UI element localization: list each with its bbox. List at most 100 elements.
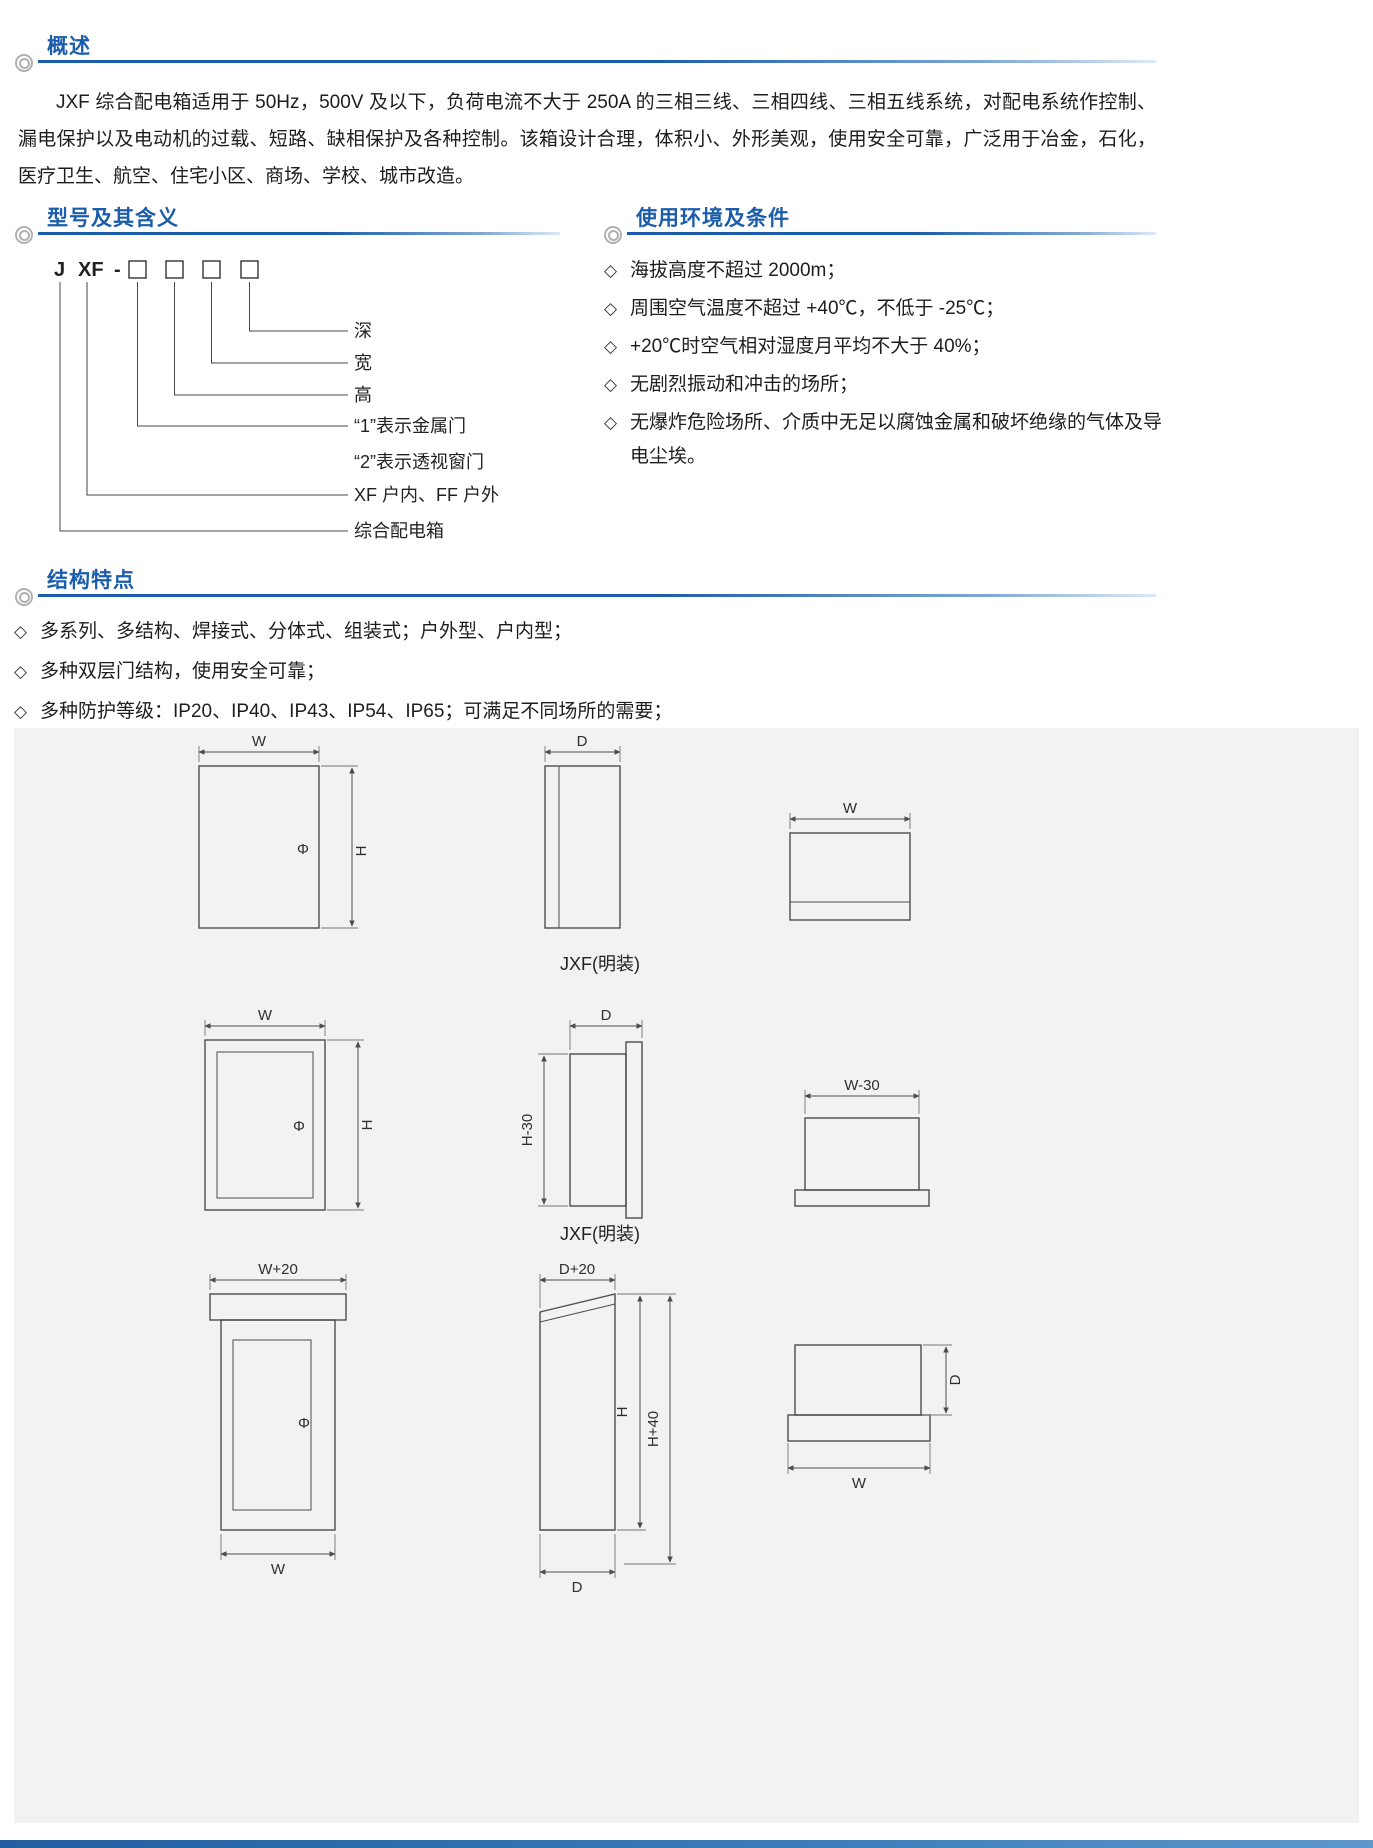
- row2-top-body: [804, 1117, 920, 1191]
- dim-label-w: W: [843, 800, 858, 817]
- list-item: ◇ +20℃时空气相对湿度月平均不大于 40%；: [604, 330, 1164, 364]
- model-code-letter-j: J: [54, 259, 65, 281]
- model-label-depth: 深: [354, 321, 372, 341]
- model-label-width: 宽: [354, 353, 372, 373]
- dim-label-w: W: [852, 1475, 867, 1492]
- model-leader-line: [59, 282, 348, 532]
- model-label-xf-ff: XF 户内、FF 户外: [354, 485, 499, 505]
- dim-label-w: W: [271, 1561, 286, 1578]
- row1-side-view: [544, 765, 621, 929]
- dim-label-h: H: [359, 1120, 376, 1131]
- list-item: ◇ 多系列、多结构、焊接式、分体式、组装式；户外型、户内型；: [14, 614, 1154, 650]
- dim-label-d: D: [947, 1374, 964, 1385]
- diamond-bullet-icon: ◇: [604, 299, 618, 318]
- section-marker-icon: [15, 226, 33, 244]
- list-item: ◇ 周围空气温度不超过 +40℃，不低于 -25℃；: [604, 292, 1164, 326]
- dim-label-w20: W+20: [258, 1261, 298, 1278]
- diamond-bullet-icon: ◇: [14, 702, 28, 721]
- row2-front-view: [204, 1039, 326, 1211]
- row2-side-door: [625, 1041, 643, 1219]
- diamond-bullet-icon: ◇: [14, 662, 28, 681]
- section-underline: [38, 594, 1156, 597]
- overview-paragraph: JXF 综合配电箱适用于 50Hz，500V 及以下，负荷电流不大于 250A …: [18, 92, 1156, 187]
- diamond-bullet-icon: ◇: [604, 413, 618, 432]
- dim-label-phi: Φ: [298, 1415, 310, 1432]
- row2-top-flange: [794, 1189, 930, 1207]
- model-leader-line: [86, 282, 348, 496]
- section-marker-icon: [604, 226, 622, 244]
- row1-front-view: [198, 765, 320, 929]
- dim-label-phi: Φ: [293, 1118, 305, 1135]
- env-item-text: +20℃时空气相对湿度月平均不大于 40%；: [630, 336, 991, 357]
- diamond-bullet-icon: ◇: [604, 261, 618, 280]
- row3-right-body: [794, 1344, 922, 1416]
- model-code-box: [165, 260, 184, 279]
- diamond-bullet-icon: ◇: [14, 622, 28, 641]
- dim-label-h: H: [614, 1407, 631, 1418]
- dim-label-d: D: [577, 733, 588, 750]
- footer-accent-bar: [0, 1840, 1373, 1848]
- row2-side-body: [569, 1053, 627, 1207]
- dim-label-d: D: [572, 1579, 583, 1596]
- model-code-box: [240, 260, 259, 279]
- dim-label-d: D: [601, 1007, 612, 1024]
- dimension-drawings-panel: W H Φ D W JXF(明装) W H Φ: [14, 728, 1359, 1823]
- section-title-model: 型号及其含义: [47, 207, 179, 230]
- row3-front-door: [232, 1339, 312, 1511]
- row3-front-body: [220, 1319, 336, 1531]
- model-label-height: 高: [354, 385, 372, 405]
- model-leader-line: [211, 282, 348, 364]
- model-code-dash: -: [114, 259, 121, 281]
- dim-label-w30: W-30: [844, 1077, 880, 1094]
- row3-side-cap-line: [539, 1303, 616, 1323]
- model-code-letters-xf: XF: [78, 259, 104, 281]
- section-title-overview: 概述: [47, 35, 91, 58]
- row3-right-base: [787, 1414, 931, 1442]
- diamond-bullet-icon: ◇: [604, 375, 618, 394]
- dim-label-h40: H+40: [645, 1411, 662, 1447]
- env-item-text: 周围空气温度不超过 +40℃，不低于 -25℃；: [630, 298, 1005, 319]
- dim-label-phi: Φ: [297, 841, 309, 858]
- diamond-bullet-icon: ◇: [604, 337, 618, 356]
- dim-label-d20: D+20: [559, 1261, 595, 1278]
- row1-top-view: [789, 832, 911, 921]
- section-title-features: 结构特点: [47, 569, 135, 592]
- list-item: ◇ 多种双层门结构，使用安全可靠；: [14, 654, 1154, 690]
- model-leader-line: [137, 282, 348, 427]
- section-title-environment: 使用环境及条件: [636, 207, 790, 230]
- row3-side-view: [539, 1293, 616, 1531]
- row2-caption: JXF(明装): [560, 1224, 640, 1244]
- dim-label-w: W: [258, 1007, 273, 1024]
- list-item: ◇ 海拔高度不超过 2000m；: [604, 254, 1164, 288]
- env-item-text: 无爆炸危险场所、介质中无足以腐蚀金属和破坏绝缘的气体及导电尘埃。: [630, 412, 1163, 467]
- model-code-box: [128, 260, 147, 279]
- section-marker-icon: [15, 588, 33, 606]
- list-item: ◇ 无剧烈振动和冲击的场所；: [604, 368, 1164, 402]
- env-item-text: 海拔高度不超过 2000m；: [630, 260, 846, 281]
- model-leader-line: [174, 282, 348, 396]
- model-label-door1: “1”表示金属门: [354, 416, 466, 436]
- section-marker-icon: [15, 54, 33, 72]
- feature-item-text: 多种双层门结构，使用安全可靠；: [40, 661, 326, 682]
- model-code-box: [202, 260, 221, 279]
- section-underline: [38, 232, 560, 235]
- dim-label-w: W: [252, 733, 267, 750]
- features-list: ◇ 多系列、多结构、焊接式、分体式、组装式；户外型、户内型； ◇ 多种双层门结构…: [14, 614, 1154, 734]
- row2-front-door: [216, 1051, 314, 1199]
- list-item: ◇ 无爆炸危险场所、介质中无足以腐蚀金属和破坏绝缘的气体及导电尘埃。: [604, 406, 1164, 474]
- feature-item-text: 多种防护等级：IP20、IP40、IP43、IP54、IP65；可满足不同场所的…: [40, 701, 673, 722]
- model-code-diagram: J XF - 深 宽 高 “1”表示金属门 “2”表示透视窗门 XF 户内、FF…: [54, 259, 499, 541]
- model-label-name: 综合配电箱: [354, 521, 444, 541]
- section-underline: [627, 232, 1156, 235]
- row1-caption: JXF(明装): [560, 954, 640, 974]
- list-item: ◇ 多种防护等级：IP20、IP40、IP43、IP54、IP65；可满足不同场…: [14, 694, 1154, 730]
- feature-item-text: 多系列、多结构、焊接式、分体式、组装式；户外型、户内型；: [40, 621, 573, 642]
- model-leader-line: [249, 282, 348, 332]
- model-label-door2: “2”表示透视窗门: [354, 452, 484, 472]
- section-underline: [38, 60, 1156, 63]
- dim-label-h: H: [353, 846, 370, 857]
- row3-front-cap: [209, 1293, 347, 1321]
- dim-label-h30: H-30: [519, 1114, 536, 1147]
- environment-list: ◇ 海拔高度不超过 2000m； ◇ 周围空气温度不超过 +40℃，不低于 -2…: [604, 254, 1164, 478]
